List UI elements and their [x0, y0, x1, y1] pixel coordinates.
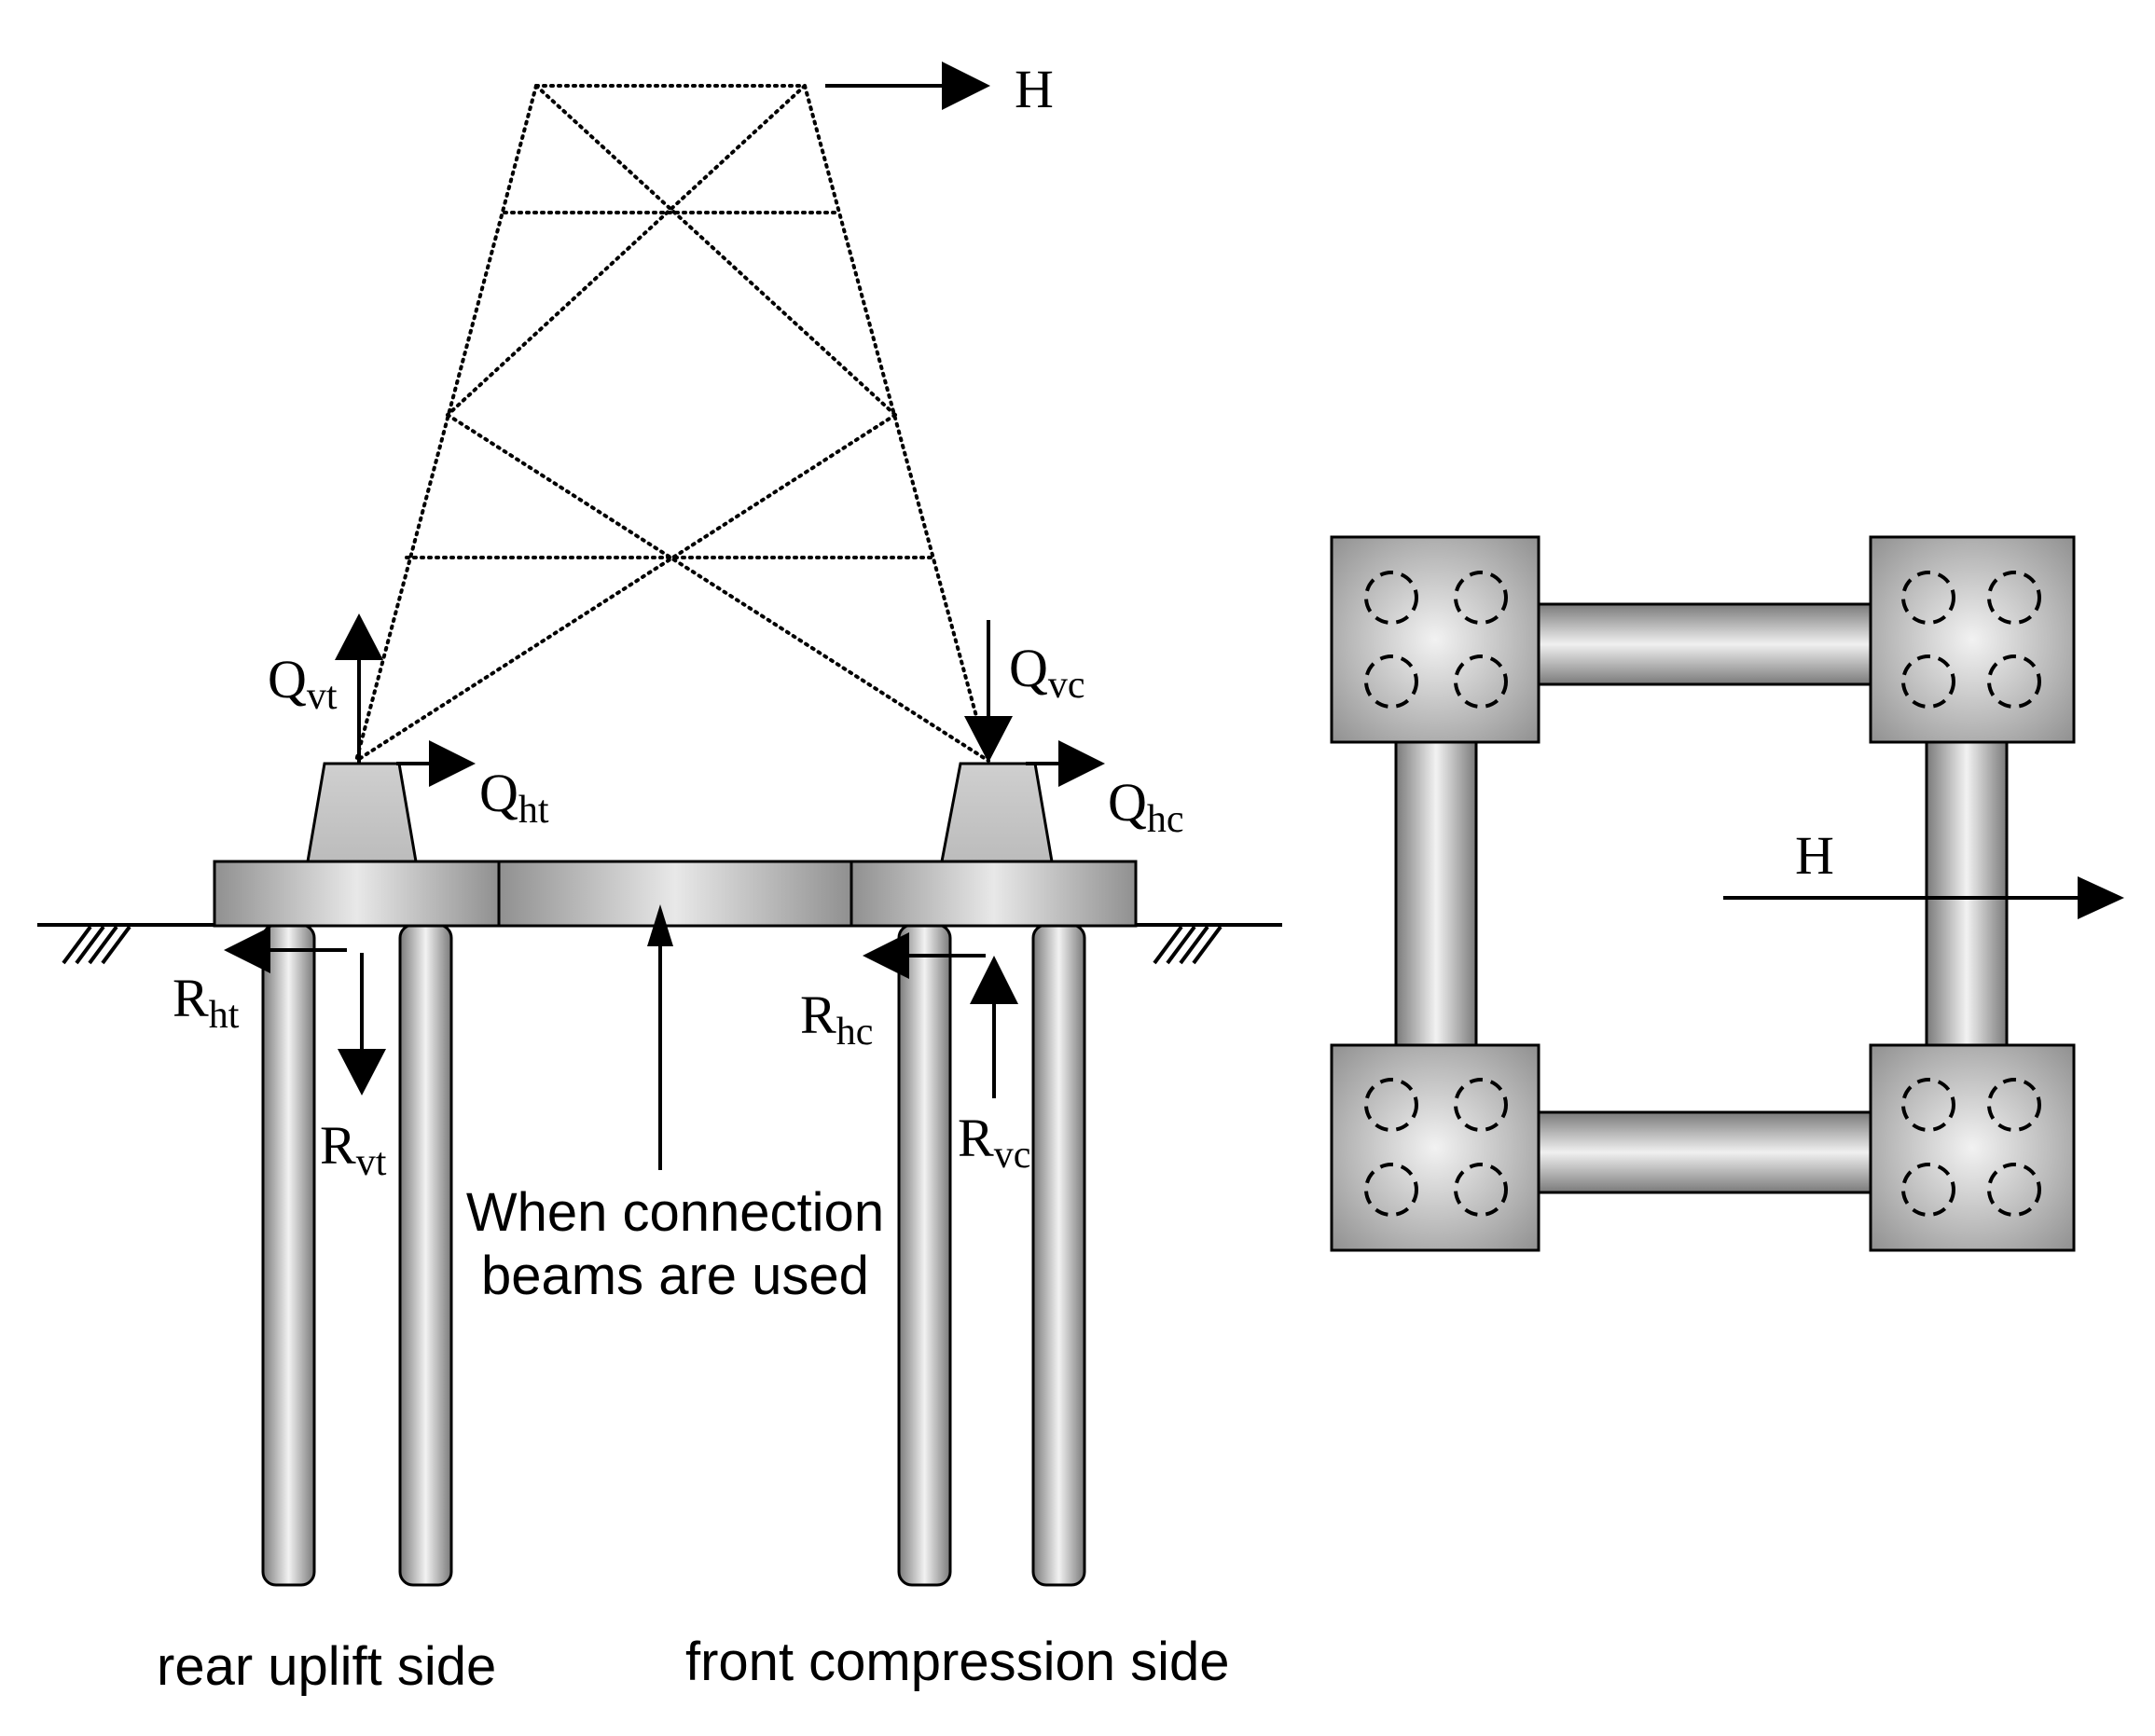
label-Qvt-main: Q: [268, 649, 307, 710]
caption-rear-uplift-side: rear uplift side: [157, 1636, 496, 1697]
svg-text:Qht: Qht: [479, 763, 549, 832]
pile-outline: [1987, 1163, 2041, 1217]
pile-outline: [1364, 1163, 1418, 1217]
pile-outline: [1901, 654, 1955, 709]
connection-note-line2: beams are used: [481, 1246, 869, 1306]
force-Qht: Qht: [396, 740, 549, 832]
pile-outline: [1987, 654, 2041, 709]
force-Qhc: Qhc: [1026, 740, 1184, 841]
svg-text:Qhc: Qhc: [1108, 772, 1184, 841]
plan-footing-top-right: [1869, 535, 2076, 744]
pile-outline: [1901, 1163, 1955, 1217]
ground-hatch-left: [62, 925, 131, 965]
label-Qvc-sub: vc: [1048, 664, 1085, 707]
pile: [261, 923, 316, 1587]
svg-text:Rvt: Rvt: [320, 1115, 387, 1184]
pile-outline: [1987, 571, 2041, 625]
plan-beam-left: [1394, 740, 1478, 1052]
svg-text:Rhc: Rhc: [800, 985, 873, 1054]
plan-beam-bottom: [1537, 1110, 1881, 1194]
pile-outline: [1454, 654, 1508, 709]
connection-note-line1: When connection: [466, 1182, 884, 1243]
force-Rhc: Rhc: [800, 932, 986, 1054]
pedestal-front: [940, 762, 1054, 863]
label-Rvt-sub: vt: [356, 1141, 387, 1184]
pile: [1031, 923, 1086, 1587]
force-H-top: H: [825, 59, 1054, 119]
label-Qhc-main: Q: [1108, 772, 1147, 833]
pile-outline: [1454, 1078, 1508, 1132]
svg-text:Qvt: Qvt: [268, 649, 338, 718]
label-Qhc-sub: hc: [1147, 798, 1184, 841]
piles-rear: [261, 923, 453, 1587]
footing-rear: [213, 860, 501, 928]
label-H-top: H: [1015, 59, 1054, 119]
label-Qvt-sub: vt: [307, 675, 338, 718]
plan-footing-bottom-right: [1869, 1043, 2076, 1252]
svg-text:Qvc: Qvc: [1009, 638, 1085, 707]
label-H-plan: H: [1795, 825, 1834, 886]
label-Qht-main: Q: [479, 763, 518, 823]
footing-front: [850, 860, 1138, 928]
pile-outline: [1364, 654, 1418, 709]
force-Rvc: Rvc: [958, 956, 1030, 1177]
ground-hatch-right: [1153, 925, 1223, 965]
pile-outline: [1901, 571, 1955, 625]
caption-front-compression-side: front compression side: [685, 1632, 1229, 1692]
connection-beam-elevation: [497, 860, 853, 928]
svg-text:Rht: Rht: [173, 968, 240, 1037]
label-Rhc-sub: hc: [836, 1011, 874, 1054]
plan-footing-top-left: [1330, 535, 1540, 744]
label-Qvc-main: Q: [1009, 638, 1048, 698]
elevation-view: H: [37, 59, 1282, 1697]
pedestal-rear: [306, 762, 418, 863]
pile-outline: [1901, 1078, 1955, 1132]
force-Qvt: Qvt: [268, 613, 383, 764]
label-Rhc-main: R: [800, 985, 836, 1045]
pile-outline: [1364, 1078, 1418, 1132]
force-Rvt: Rvt: [320, 953, 387, 1184]
plan-view: H: [1330, 535, 2124, 1252]
piles-front: [897, 923, 1086, 1587]
pile-outline: [1987, 1078, 2041, 1132]
label-Rht-sub: ht: [209, 994, 240, 1037]
connection-beam-pointer: [647, 904, 673, 1170]
plan-footing-bottom-left: [1330, 1043, 1540, 1252]
label-Rvc-main: R: [958, 1108, 994, 1168]
label-Qht-sub: ht: [518, 789, 549, 832]
tower-lattice: [354, 84, 990, 763]
pile-outline: [1454, 571, 1508, 625]
plan-beam-top: [1537, 602, 1881, 686]
pile-outline: [1454, 1163, 1508, 1217]
label-Rvc-sub: vc: [994, 1134, 1031, 1177]
force-H-plan: H: [1723, 825, 2124, 919]
pile: [398, 923, 453, 1587]
label-Rht-main: R: [173, 968, 209, 1028]
pile: [897, 923, 952, 1587]
label-Rvt-main: R: [320, 1115, 356, 1176]
svg-text:Rvc: Rvc: [958, 1108, 1030, 1177]
pile-outline: [1364, 571, 1418, 625]
force-Rht: Rht: [173, 927, 347, 1037]
force-Qvc: Qvc: [964, 620, 1085, 763]
